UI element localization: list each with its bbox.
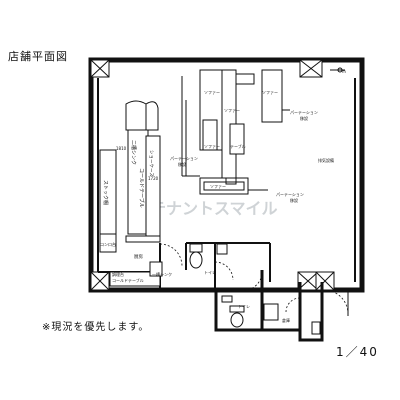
label-table: テーブル — [230, 143, 246, 149]
label-partition-mid: パーテーション — [170, 155, 198, 161]
label-prep-sink: 一槽シンク — [152, 271, 172, 277]
label-dim-1: 1810 — [116, 146, 127, 151]
lower-kitchen-items — [109, 261, 163, 287]
label-cold-table: コールドテーブル — [138, 168, 145, 208]
label-partition-right-sub: 移設 — [300, 115, 308, 121]
sofa-group — [199, 69, 283, 195]
label-stove: コンロ台 — [100, 241, 116, 247]
label-partition-mid-sub: 移設 — [178, 161, 186, 167]
watermark: テナントスマイル — [150, 199, 278, 218]
label-partition-low-sub: 移設 — [290, 197, 298, 203]
label-work-table: 調理台 — [112, 271, 124, 277]
small-marks — [225, 67, 345, 335]
floor-plan-title: 店舗平面図 — [8, 50, 68, 63]
exterior-door — [322, 289, 349, 316]
partitions — [181, 76, 290, 191]
label-size-note: m — [342, 69, 346, 74]
label-partition-low: パーテーション — [276, 191, 304, 197]
label-showcase: ショーケース — [148, 150, 155, 177]
label-storage: 倉庫 — [282, 317, 290, 323]
column-top-left — [90, 59, 110, 78]
room-labels: ソファー ソファー ソファー ソファー ソファー テーブル パーテーション 移設… — [100, 69, 346, 323]
floor-plan-scale: 1／40 — [336, 345, 379, 359]
label-sofa-1: ソファー — [204, 90, 220, 95]
lower-rooms — [214, 270, 324, 342]
label-kitchen-room: 厨房 — [134, 253, 143, 260]
label-cold-table-2: コールドテーブル — [112, 277, 144, 283]
column-top-right — [299, 59, 323, 78]
kitchen-counters — [99, 100, 161, 253]
label-dim-2: 1720 — [148, 176, 159, 181]
label-toilet-1: トイレ — [204, 270, 216, 275]
label-sofa-4: ソファー — [224, 108, 240, 113]
toilet-lower — [221, 295, 279, 328]
column-bottom-left — [90, 271, 110, 291]
label-exhaust: 排気設備 — [318, 157, 334, 163]
label-sofa-2: ソファー — [262, 90, 278, 95]
column-bottom-right — [315, 271, 335, 291]
label-stock: ストック棚 — [102, 180, 109, 205]
label-kitchen-sink: 二槽シンク — [130, 140, 137, 165]
label-sofa-bottom: ソファー — [210, 184, 226, 189]
floor-plan-note: ※現況を優先します。 — [42, 322, 150, 333]
toilet-upper — [189, 243, 228, 269]
label-partition-right: パーテーション — [290, 109, 318, 115]
outer-walls — [88, 57, 365, 293]
label-sofa-3: ソファー — [204, 144, 220, 149]
label-toilet-2: トイレ — [238, 304, 250, 309]
